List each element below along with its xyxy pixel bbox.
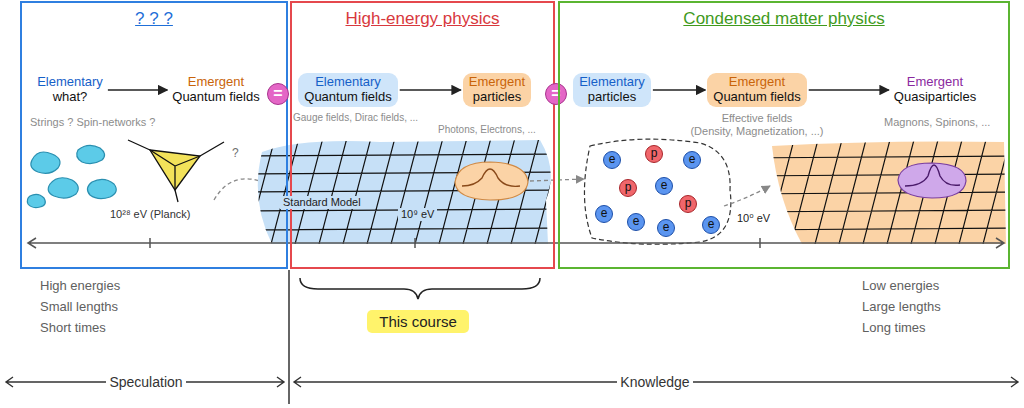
particle-letter: p bbox=[646, 146, 662, 161]
panel-title: High-energy physics bbox=[292, 9, 553, 29]
annotation-label: 10⁹ eV bbox=[398, 208, 437, 221]
equals-circle: = bbox=[545, 83, 567, 105]
particle-circle: e bbox=[655, 177, 673, 195]
particle-cluster-outline bbox=[584, 139, 730, 244]
annotation-label: 10²⁸ eV (Planck) bbox=[110, 208, 190, 221]
dashed-arrow bbox=[530, 179, 584, 181]
string-blob bbox=[31, 152, 60, 173]
concept-kind: Elementary bbox=[304, 75, 391, 90]
concept-kind: Elementary bbox=[37, 75, 103, 90]
particle-letter: e bbox=[658, 220, 674, 235]
annotation-label: Magnons, Spinons, ... bbox=[884, 116, 990, 129]
particle-circle: e bbox=[627, 213, 645, 231]
flow-arrow bbox=[400, 89, 461, 91]
particle-circle: e bbox=[595, 205, 613, 223]
particle-letter: e bbox=[604, 152, 620, 167]
quasiparticle-excitation bbox=[898, 163, 966, 198]
dashed-arrow bbox=[724, 186, 770, 206]
annotation-label: Long times bbox=[862, 320, 926, 336]
equals-circle: = bbox=[267, 83, 289, 105]
particle-letter: e bbox=[703, 217, 719, 232]
grid-lines bbox=[740, 132, 1024, 248]
annotation-label: Photons, Electrons, ... bbox=[438, 124, 536, 136]
concept-name: Quantum fields bbox=[172, 90, 259, 105]
annotation-label: Speculation bbox=[106, 374, 185, 391]
annotation-label: Effective fields bbox=[722, 112, 793, 125]
string-blob bbox=[77, 145, 105, 163]
divider-line bbox=[288, 270, 290, 404]
excitation-peak bbox=[462, 169, 520, 186]
concept-kind: Emergent bbox=[469, 75, 525, 90]
course-highlight: This course bbox=[367, 310, 469, 333]
particle-letter: p bbox=[680, 196, 696, 211]
equals-sign: = bbox=[546, 84, 566, 104]
course-brace bbox=[300, 278, 540, 299]
concept-node: EmergentQuantum fields bbox=[169, 73, 262, 107]
concept-kind: Emergent bbox=[172, 75, 259, 90]
string-blob bbox=[27, 194, 45, 207]
equals-sign: = bbox=[268, 84, 288, 104]
annotation-label: (Density, Magnetization, ...) bbox=[690, 125, 823, 138]
flow-arrow bbox=[108, 89, 167, 91]
concept-name: Quantum fields bbox=[304, 90, 391, 105]
concept-node: EmergentQuantum fields bbox=[707, 73, 806, 107]
field-grid bbox=[740, 132, 1024, 248]
particle-letter: e bbox=[628, 214, 644, 229]
particle-circle: e bbox=[702, 216, 720, 234]
annotation-label: 10⁰ eV bbox=[734, 212, 773, 225]
particle-letter: e bbox=[656, 178, 672, 193]
concept-kind: Elementary bbox=[579, 75, 645, 90]
annotation-label: Standard Model bbox=[280, 196, 364, 209]
concept-node: EmergentQuasiparticles bbox=[891, 73, 979, 107]
concept-name: what? bbox=[37, 90, 103, 105]
particle-circle: p bbox=[619, 179, 637, 197]
concept-name: particles bbox=[469, 90, 525, 105]
annotation-label: Gauge fields, Dirac fields, ... bbox=[293, 112, 418, 124]
annotation-label: Low energies bbox=[862, 278, 939, 294]
annotation-label: Small lengths bbox=[40, 299, 118, 315]
flow-arrow bbox=[653, 89, 705, 91]
string-blob bbox=[48, 178, 78, 198]
annotation-label: Strings ? Spin-networks ? bbox=[30, 116, 155, 129]
concept-name: particles bbox=[579, 90, 645, 105]
annotation-label: Large lengths bbox=[862, 299, 941, 315]
concept-node: Elementarywhat? bbox=[34, 73, 106, 107]
concept-kind: Emergent bbox=[713, 75, 800, 90]
concept-kind: Emergent bbox=[894, 75, 976, 90]
particle-circle: e bbox=[657, 219, 675, 237]
concept-node: Emergentparticles bbox=[463, 73, 531, 107]
spin-network-links bbox=[128, 140, 224, 202]
concept-name: Quasiparticles bbox=[894, 90, 976, 105]
particle-circle: e bbox=[603, 151, 621, 169]
annotation-label: ? bbox=[232, 146, 239, 160]
field-grid bbox=[240, 134, 564, 248]
grid-lines bbox=[240, 134, 564, 248]
particle-circle: p bbox=[645, 145, 663, 163]
particle-excitation bbox=[455, 162, 528, 200]
particle-circle: e bbox=[683, 151, 701, 169]
course-text: This course bbox=[379, 313, 457, 330]
particle-circle: p bbox=[679, 195, 697, 213]
panel-title: ? ? ? bbox=[22, 9, 286, 29]
excitation-peak bbox=[905, 165, 960, 186]
particle-letter: p bbox=[620, 180, 636, 195]
flow-arrow bbox=[809, 89, 889, 91]
particle-letter: e bbox=[596, 206, 612, 221]
concept-node: Elementaryparticles bbox=[573, 73, 651, 107]
concept-node: ElementaryQuantum fields bbox=[298, 73, 397, 107]
annotation-label: High energies bbox=[40, 278, 120, 294]
field-panel: ? ? ? Elementarywhat? EmergentQuantum fiel… bbox=[20, 1, 288, 269]
annotation-label: Knowledge bbox=[617, 374, 692, 391]
panel-title: Condensed matter physics bbox=[560, 9, 1008, 29]
concept-name: Quantum fields bbox=[713, 90, 800, 105]
energy-axis bbox=[28, 238, 1004, 248]
string-blob bbox=[87, 179, 116, 198]
annotation-label: Short times bbox=[40, 320, 106, 336]
particle-letter: e bbox=[684, 152, 700, 167]
